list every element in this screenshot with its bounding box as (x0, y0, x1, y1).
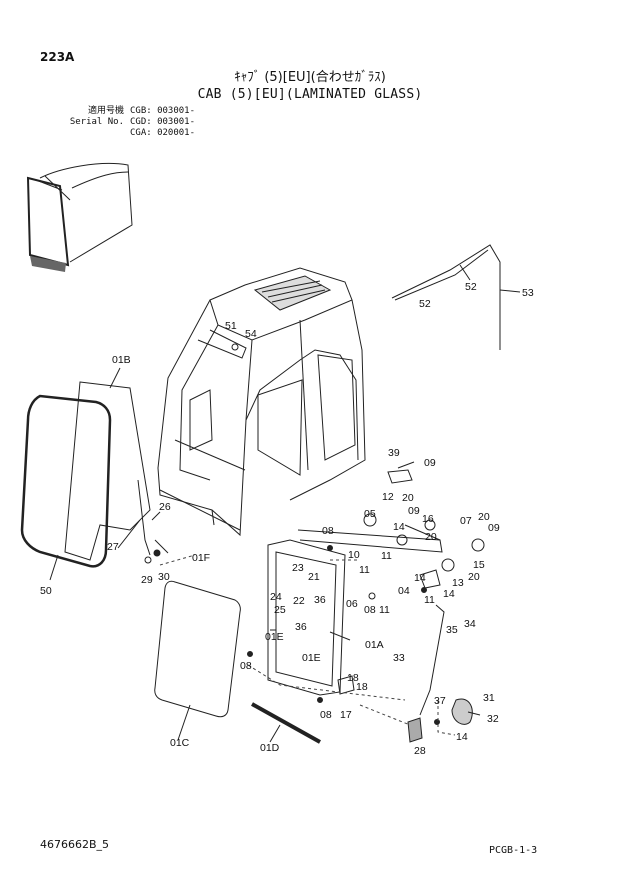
callout-label: 10 (348, 549, 360, 561)
callout-label: 33 (393, 652, 405, 664)
callout-label: 16 (422, 513, 434, 525)
title-japanese: ｷｬﾌﾞ (5)[EU](合わせｶﾞﾗｽ) (234, 70, 386, 85)
serial-row: CGA: 020001- (130, 128, 196, 138)
callout-label: 21 (308, 571, 320, 583)
drawing-number: 4676662B_5 (40, 838, 110, 851)
callout-label: 27 (107, 541, 119, 553)
callout-label: 30 (158, 571, 170, 583)
callout-label: 08 (364, 604, 376, 616)
callout-label: 14 (393, 521, 405, 533)
callout-label: 22 (293, 595, 305, 607)
callout-label: 08 (320, 709, 332, 721)
callout-label: 20 (478, 511, 490, 523)
callout-label: 52 (419, 298, 431, 310)
callout-label: 53 (522, 287, 534, 299)
strip-01D (251, 702, 321, 744)
callout-label: 25 (274, 604, 286, 616)
callout-label: 23 (292, 562, 304, 574)
callout-label: 18 (347, 672, 359, 684)
callout-label: 11 (379, 604, 390, 616)
leader-lines (49, 264, 521, 743)
cab-frame (157, 267, 366, 537)
callout-label: 20 (425, 531, 437, 543)
callout-label: 11 (381, 550, 392, 562)
callout-label: 37 (434, 695, 446, 707)
callout-label: 20 (468, 571, 480, 583)
title-english: CAB (5)[EU](LAMINATED GLASS) (197, 87, 423, 102)
callout-label: 35 (446, 624, 458, 636)
callout-label: 06 (346, 598, 358, 610)
callout-label: 05 (364, 508, 376, 520)
callout-label: 01E (265, 631, 284, 643)
callout-label: 08 (240, 660, 252, 672)
callout-label: 50 (40, 585, 52, 597)
callout-label: 14 (456, 731, 468, 743)
callout-label: 11 (359, 564, 370, 576)
callout-label: 26 (159, 501, 171, 513)
callout-label: 51 (225, 320, 237, 332)
callout-label: 09 (408, 505, 420, 517)
callout-label: 34 (464, 618, 476, 630)
callout-label: 12 (382, 491, 394, 503)
callout-label: 11 (424, 594, 435, 606)
callout-label: 01D (260, 742, 280, 754)
callout-label: 28 (414, 745, 426, 757)
callout-label: 15 (473, 559, 485, 571)
callout-label: 07 (460, 515, 472, 527)
dashed-leaders (159, 554, 456, 736)
callout-label: 01B (112, 354, 131, 366)
callout-label: 18 (356, 681, 368, 693)
callout-label: 31 (483, 692, 495, 704)
callout-label: 52 (465, 281, 477, 293)
callout-label: 01C (170, 737, 190, 749)
callout-label: 14 (443, 588, 455, 600)
callout-label: 20 (402, 492, 414, 504)
callout-label: 01A (365, 639, 384, 651)
serial-row: Serial No.CGD: 003001- (69, 117, 196, 127)
callout-label: 14 (414, 572, 426, 584)
callout-label: 04 (398, 585, 410, 597)
callout-label: 13 (452, 577, 464, 589)
page-reference: PCGB-1-3 (489, 845, 538, 856)
callout-label: 32 (487, 713, 499, 725)
callout-label: 36 (295, 621, 307, 633)
callout-label: 17 (340, 709, 352, 721)
cab-thumbnail (26, 162, 133, 272)
panel-01B (64, 381, 151, 561)
callout-label: 24 (270, 591, 282, 603)
callout-label: 09 (424, 457, 436, 469)
seal-50 (20, 394, 112, 568)
wiper-52-53 (391, 244, 501, 350)
callout-label: 09 (488, 522, 500, 534)
panel-01C (154, 580, 241, 718)
callout-label: 08 (322, 525, 334, 537)
page-code: 223A (40, 50, 75, 64)
callout-label: 36 (314, 594, 326, 606)
callout-label: 54 (245, 328, 257, 340)
door-01A (267, 539, 346, 696)
callout-label: 39 (388, 447, 400, 459)
hardware-parts (137, 469, 485, 743)
callout-label: 29 (141, 574, 153, 586)
callout-label: 01E (302, 652, 321, 664)
callout-labels: 01B 50 27 26 29 30 01F 01C 01D 08 01E 01… (40, 281, 534, 757)
callout-label: 01F (192, 552, 210, 564)
